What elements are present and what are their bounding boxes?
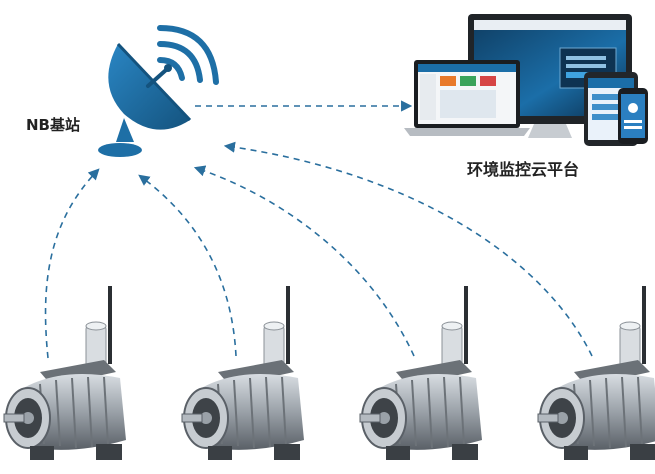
electric-motor-with-antenna-icon — [3, 286, 126, 460]
link-arrow-motor-1 — [44, 168, 100, 359]
electric-motor-with-antenna-icon — [537, 286, 655, 460]
electric-motor-with-antenna-icon — [359, 286, 482, 460]
link-arrow-motor-3 — [193, 165, 415, 357]
link-arrow-motor-2 — [138, 174, 237, 357]
monitor-laptop-tablet-phone-icon — [404, 14, 648, 146]
link-arrow-motor-4 — [223, 141, 593, 357]
satellite-dish-icon — [98, 25, 219, 157]
electric-motor-with-antenna-icon — [181, 286, 304, 460]
cloud-platform-label: 环境监控云平台 — [467, 160, 580, 179]
base-station-label: NB基站 — [26, 116, 80, 134]
